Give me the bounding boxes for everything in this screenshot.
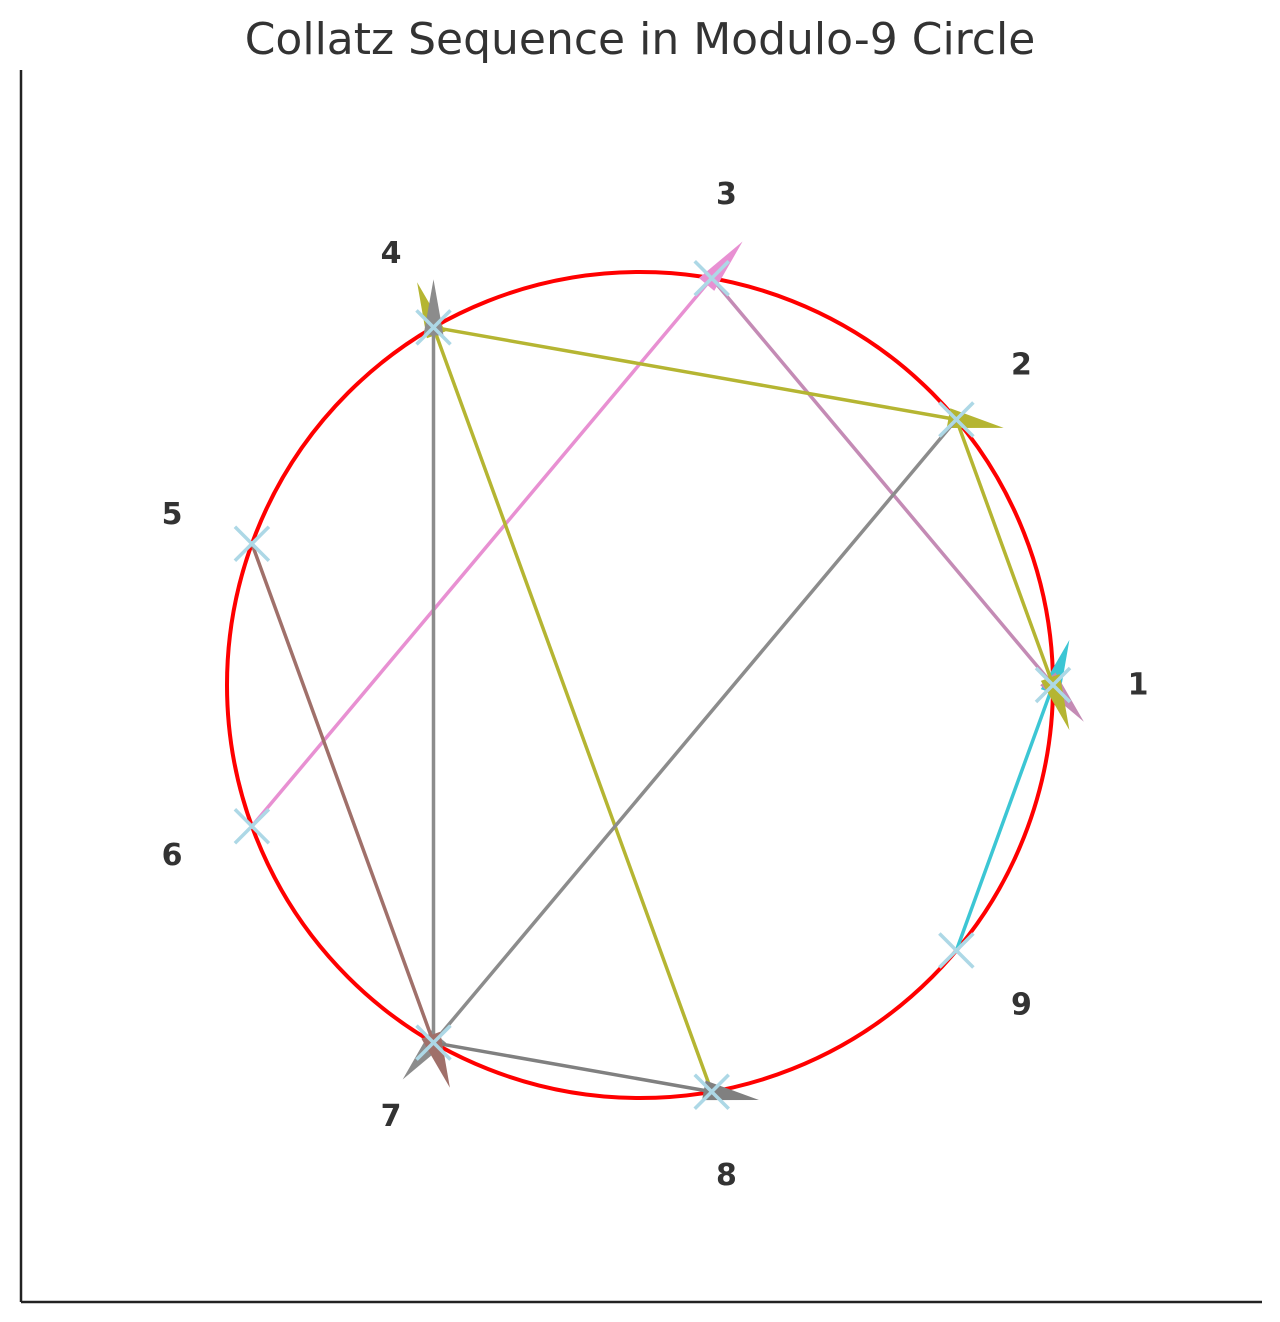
node-marker-5	[233, 525, 271, 562]
edge-5-to-7	[250, 543, 436, 1044]
node-label-5: 5	[162, 497, 183, 532]
node-label-7: 7	[381, 1099, 402, 1134]
edge-6-to-3	[250, 277, 714, 828]
edge-4-to-2	[433, 325, 957, 422]
edge-2-to-7	[432, 418, 958, 1044]
node-label-3: 3	[716, 177, 737, 212]
node-marker-6	[233, 808, 271, 845]
node-label-8: 8	[716, 1158, 737, 1193]
node-label-9: 9	[1011, 988, 1032, 1023]
node-marker-9	[938, 932, 975, 969]
edges-layer	[250, 241, 1084, 1101]
node-marker-3	[693, 260, 730, 297]
edge-2-to-1	[954, 418, 1055, 686]
mod9-circle	[225, 270, 1055, 1100]
node-label-2: 2	[1011, 347, 1032, 382]
node-label-1: 1	[1128, 668, 1149, 703]
node-marker-1	[1034, 666, 1072, 704]
edge-8-to-4	[431, 326, 714, 1093]
edge-7-to-8	[433, 1040, 713, 1094]
markers-layer	[233, 260, 1072, 1110]
labels-layer: 1 2 3 4 5 6 7 8 9	[162, 177, 1149, 1193]
edge-3-to-1	[710, 277, 1055, 687]
node-marker-2	[938, 401, 975, 438]
chart-title: Collatz Sequence in Modulo-9 Circle	[245, 14, 1036, 65]
node-marker-8	[693, 1073, 730, 1110]
node-label-4: 4	[381, 236, 402, 271]
node-marker-4	[415, 309, 452, 346]
node-label-6: 6	[162, 838, 183, 873]
node-marker-7	[415, 1024, 452, 1061]
edge-9-to-1	[954, 684, 1055, 952]
